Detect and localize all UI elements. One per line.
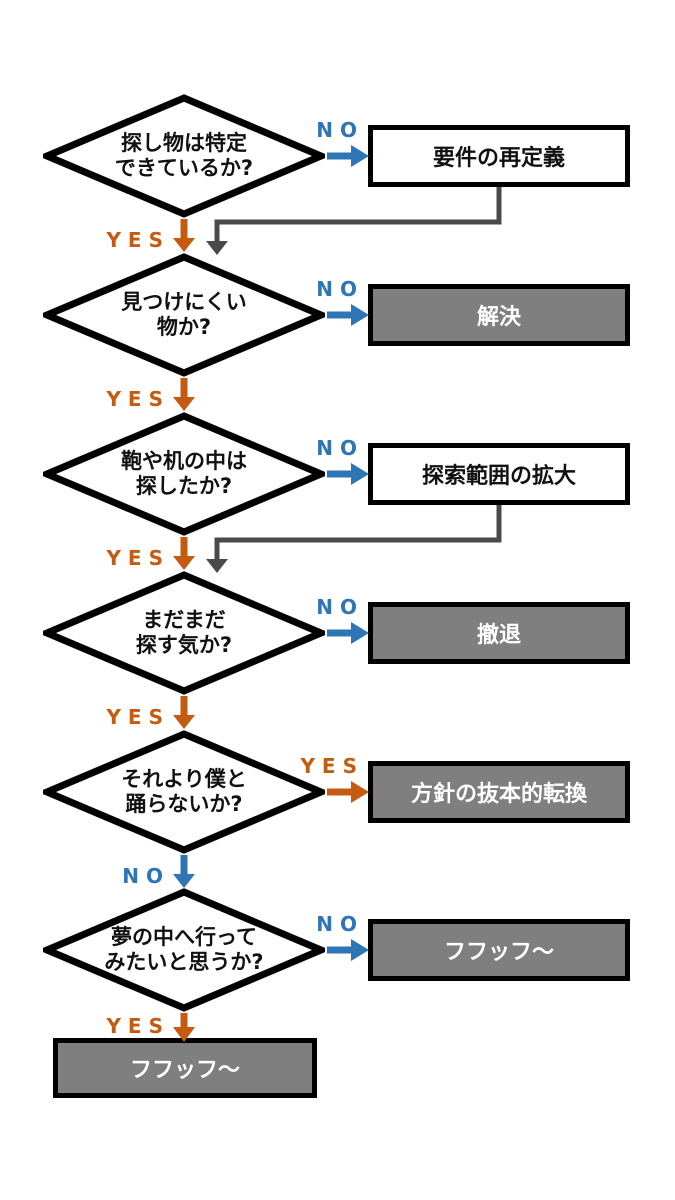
branch-label-no-6: NO [316, 912, 364, 936]
branch-label-yes-4: YES [106, 705, 170, 729]
branch-label-yes-5: YES [300, 754, 364, 778]
no-arrow-down-5 [173, 855, 195, 888]
yes-arrow-down-2 [173, 378, 195, 411]
branch-label-no-5: NO [122, 864, 170, 888]
diamond-shape [43, 888, 325, 1012]
no-arrow-right-4 [327, 622, 369, 644]
question-line: 物か? [156, 315, 212, 339]
decision-node-6: 夢の中へ行って みたいと思うか? [43, 888, 325, 1012]
question-line: できているか? [114, 156, 254, 180]
question-line: それより僕と [121, 767, 247, 791]
decision-3-question: 鞄や机の中は 探したか? [43, 412, 325, 536]
question-line: みたいと思うか? [104, 950, 264, 974]
yes-arrow-down-1 [173, 219, 195, 252]
no-arrow-right-1 [327, 145, 369, 167]
question-line: まだまだ [142, 608, 226, 632]
no-arrow-right-3 [327, 463, 369, 485]
branch-label-yes-1: YES [106, 228, 170, 252]
yes-arrow-down-4 [173, 696, 195, 729]
decision-node-3: 鞄や机の中は 探したか? [43, 412, 325, 536]
decision-node-4: まだまだ 探す気か? [43, 571, 325, 695]
diamond-shape [43, 412, 325, 536]
process-box-expand-search: 探索範囲の拡大 [368, 443, 630, 505]
no-arrow-right-6 [327, 939, 369, 961]
question-line: 見つけにくい [121, 290, 247, 314]
terminal-box-retreat: 撤退 [368, 602, 630, 664]
branch-label-no-3: NO [316, 436, 364, 460]
decision-6-question: 夢の中へ行って みたいと思うか? [43, 888, 325, 1012]
diamond-shape [43, 730, 325, 854]
no-arrow-right-2 [327, 304, 369, 326]
question-line: 鞄や机の中は [121, 449, 247, 473]
decision-node-5: それより僕と 踊らないか? [43, 730, 325, 854]
question-line: 踊らないか? [125, 792, 243, 816]
branch-label-yes-6: YES [106, 1014, 170, 1038]
question-line: 探したか? [135, 474, 233, 498]
terminal-box-hum-right: フフッフ〜 [368, 919, 630, 981]
yes-arrow-right-5 [327, 781, 369, 803]
process-box-redefine: 要件の再定義 [368, 125, 630, 187]
branch-label-no-4: NO [316, 595, 364, 619]
branch-label-no-2: NO [316, 277, 364, 301]
decision-4-question: まだまだ 探す気か? [43, 571, 325, 695]
terminal-box-solved: 解決 [368, 284, 630, 346]
branch-label-yes-3: YES [106, 546, 170, 570]
question-line: 探す気か? [135, 633, 233, 657]
decision-2-question: 見つけにくい 物か? [43, 253, 325, 377]
decision-1-question: 探し物は特定 できているか? [43, 94, 325, 218]
terminal-box-policy-shift: 方針の抜本的転換 [368, 761, 630, 823]
decision-5-question: それより僕と 踊らないか? [43, 730, 325, 854]
question-line: 探し物は特定 [121, 131, 247, 155]
yes-arrow-down-3 [173, 537, 195, 570]
decision-node-2: 見つけにくい 物か? [43, 253, 325, 377]
branch-label-no-1: NO [316, 118, 364, 142]
diamond-shape [43, 571, 325, 695]
decision-node-1: 探し物は特定 できているか? [43, 94, 325, 218]
terminal-box-hum-bottom: フフッフ〜 [53, 1038, 317, 1098]
diamond-shape [43, 94, 325, 218]
diamond-shape [43, 253, 325, 377]
branch-label-yes-2: YES [106, 387, 170, 411]
question-line: 夢の中へ行って [111, 925, 257, 949]
